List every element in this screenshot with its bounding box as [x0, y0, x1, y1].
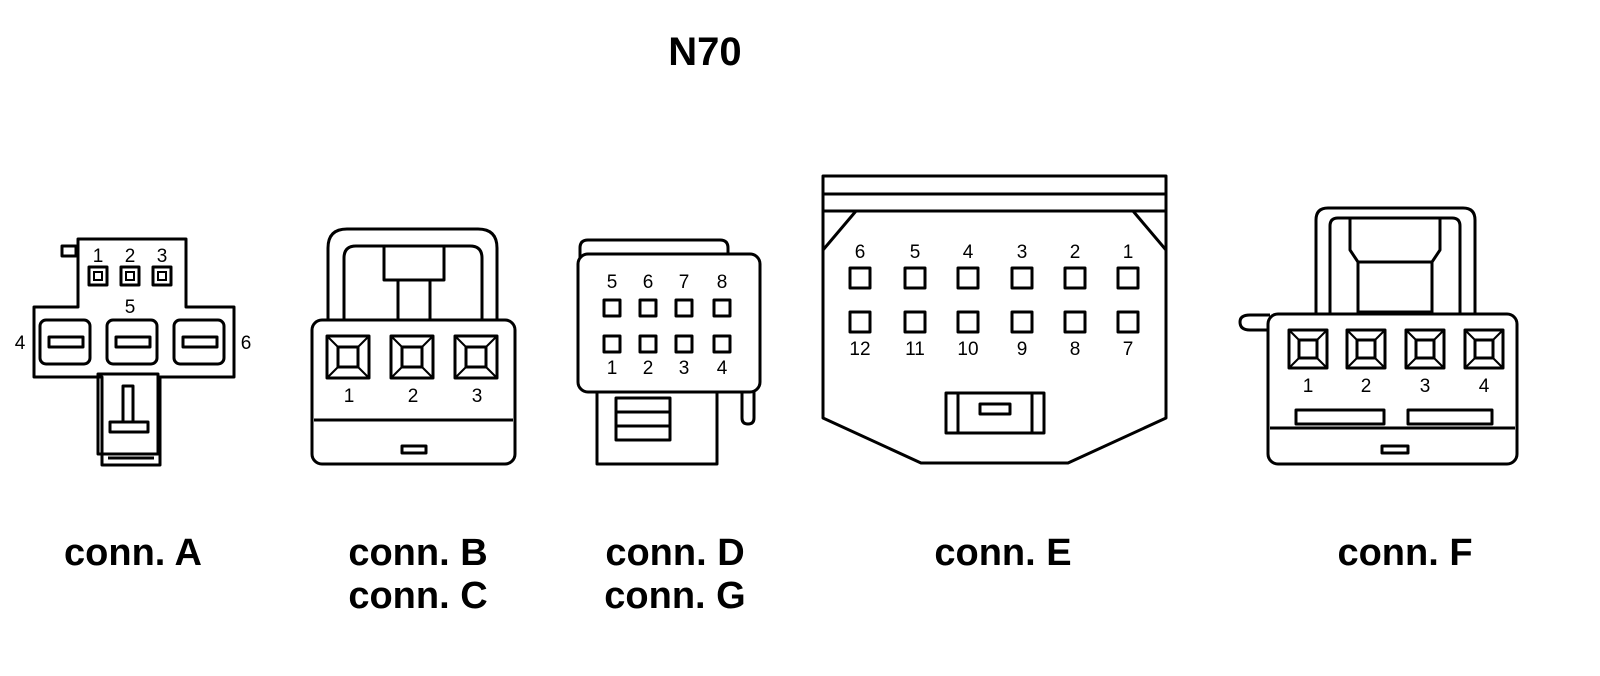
connector-e-pin-socket — [1116, 310, 1140, 334]
connector-e-pin-socket — [848, 310, 872, 334]
connector-e-pin-socket — [1063, 310, 1087, 334]
connector-dg-pin-label: 7 — [679, 272, 690, 293]
connector-dg-body — [576, 252, 762, 394]
connector-bc-pin-label: 3 — [472, 386, 483, 407]
connector-bc-caption: conn. C — [348, 575, 487, 617]
connector-a-pin-label: 1 — [93, 246, 104, 267]
connector-e-pin-label: 9 — [1017, 339, 1028, 360]
connector-e-pin-label: 6 — [855, 242, 866, 263]
connector-bc-latch — [326, 227, 499, 320]
connector-a-pin-socket-5 — [105, 318, 159, 366]
connector-dg-pin-label: 6 — [643, 272, 654, 293]
connector-dg-pin-socket — [602, 334, 622, 354]
connector-a-pin-label: 4 — [15, 333, 26, 354]
connector-e-body — [821, 174, 1168, 465]
connector-dg-pin-socket — [674, 334, 694, 354]
connector-f: 1 2 3 4 conn. F — [1238, 206, 1519, 574]
connector-dg-pin-socket — [638, 334, 658, 354]
connector-f-pin-socket — [1463, 328, 1505, 370]
connector-dg-pin-label: 3 — [679, 358, 690, 379]
connector-a-pin-socket-3 — [151, 265, 173, 287]
connector-e-pin-socket — [956, 310, 980, 334]
connector-e-pin-label: 5 — [910, 242, 921, 263]
connector-f-pin-socket — [1287, 328, 1329, 370]
connector-e-pin-socket — [903, 310, 927, 334]
connector-a-body — [32, 237, 236, 467]
connector-e-pin-label: 2 — [1070, 242, 1081, 263]
connector-bc-pin-socket — [325, 334, 371, 380]
connector-a-caption: conn. A — [64, 532, 202, 574]
connector-a-pin-socket-1 — [87, 265, 109, 287]
connector-a-lower-blade — [96, 372, 160, 456]
connector-f-caption: conn. F — [1337, 532, 1472, 574]
connector-dg-pin-socket — [712, 334, 732, 354]
connector-dg-pin-label: 1 — [607, 358, 618, 379]
connector-bc-pin-socket — [453, 334, 499, 380]
connector-f-latch — [1314, 206, 1477, 316]
connector-e-pin-socket — [956, 266, 980, 290]
connector-f-pin-socket — [1345, 328, 1387, 370]
connector-dg-pin-label: 2 — [643, 358, 654, 379]
connector-dg-pin-label: 4 — [717, 358, 728, 379]
connector-f-pin-label: 3 — [1420, 376, 1431, 397]
connector-a-pin-socket-4 — [38, 318, 92, 366]
connector-bc: 1 2 3 conn. B conn. C — [310, 227, 517, 617]
connector-a-pin-label: 5 — [125, 297, 136, 318]
connector-e-pin-label: 8 — [1070, 339, 1081, 360]
connector-e-pin-label: 11 — [905, 339, 925, 360]
connector-bc-caption: conn. B — [348, 532, 487, 574]
connector-f-slot — [1406, 408, 1494, 426]
connector-dg: 5 6 7 8 1 2 3 4 conn. D conn. G — [576, 238, 762, 617]
connector-bc-pin-socket — [389, 334, 435, 380]
connector-dg-pin-socket — [712, 298, 732, 318]
connector-e: 6 5 4 3 2 1 12 11 10 9 8 7 conn. E — [821, 174, 1168, 574]
connector-f-pin-label: 2 — [1361, 376, 1372, 397]
connector-a: 1 2 3 4 5 6 conn. A — [15, 237, 252, 574]
connector-e-pin-socket — [848, 266, 872, 290]
connector-a-latch-tab — [60, 244, 78, 258]
connector-a-pin-socket-2 — [119, 265, 141, 287]
connector-f-pin-label: 1 — [1303, 376, 1314, 397]
connector-e-pin-label: 7 — [1123, 339, 1134, 360]
connector-a-pin-label: 3 — [157, 246, 168, 267]
connector-e-pin-socket — [1010, 266, 1034, 290]
connector-e-caption: conn. E — [934, 532, 1071, 574]
connector-dg-caption: conn. G — [604, 575, 745, 617]
connector-e-pin-label: 3 — [1017, 242, 1028, 263]
connector-a-pin-label: 6 — [241, 333, 252, 354]
connector-e-lock — [944, 391, 1046, 435]
connector-a-pin-label: 2 — [125, 246, 136, 267]
connector-e-pin-label: 12 — [849, 339, 870, 360]
connector-e-pin-label: 10 — [957, 339, 978, 360]
connector-e-pin-socket — [1010, 310, 1034, 334]
connector-dg-pin-label: 5 — [607, 272, 618, 293]
connector-bc-body — [310, 318, 517, 466]
connector-f-slot — [1294, 408, 1386, 426]
connector-e-pin-label: 4 — [963, 242, 974, 263]
connector-bc-pin-label: 2 — [408, 386, 419, 407]
connector-dg-pin-socket — [674, 298, 694, 318]
connector-e-pin-socket — [1116, 266, 1140, 290]
connector-a-pin-socket-6 — [172, 318, 226, 366]
diagram-title: N70 — [668, 30, 741, 74]
connector-dg-pin-socket — [602, 298, 622, 318]
connector-f-pin-socket — [1404, 328, 1446, 370]
connector-e-pin-socket — [1063, 266, 1087, 290]
connector-dg-pin-socket — [638, 298, 658, 318]
connector-e-pin-label: 1 — [1123, 242, 1134, 263]
connector-e-pin-socket — [903, 266, 927, 290]
connector-dg-caption: conn. D — [605, 532, 744, 574]
connector-bc-pin-label: 1 — [344, 386, 355, 407]
connector-dg-pin-label: 8 — [717, 272, 728, 293]
connector-f-pin-label: 4 — [1479, 376, 1490, 397]
